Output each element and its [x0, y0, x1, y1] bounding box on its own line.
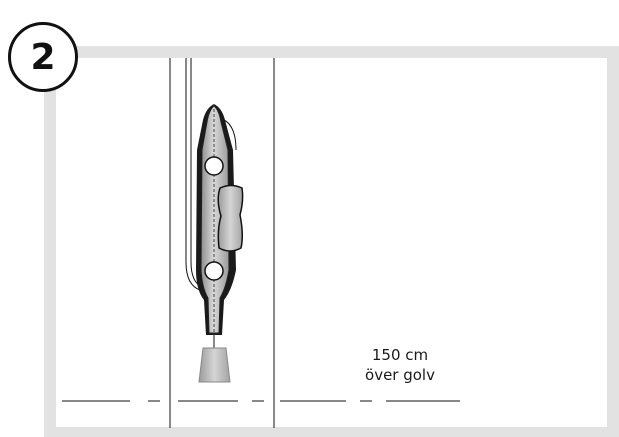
- measurement-value: 150 cm: [371, 346, 429, 364]
- step-number-badge: 2: [8, 22, 78, 92]
- blind-mechanism: [196, 104, 236, 345]
- wall-frame: [44, 46, 619, 437]
- measurement-reference: över golv: [365, 366, 435, 384]
- step-number: 2: [30, 36, 56, 78]
- upper-bracket-hole: [204, 156, 224, 176]
- lower-bracket-hole: [204, 261, 224, 281]
- cord-handle: [217, 184, 244, 252]
- cord-weight: [198, 347, 231, 383]
- height-measurement-label: 150 cm över golv: [340, 345, 460, 385]
